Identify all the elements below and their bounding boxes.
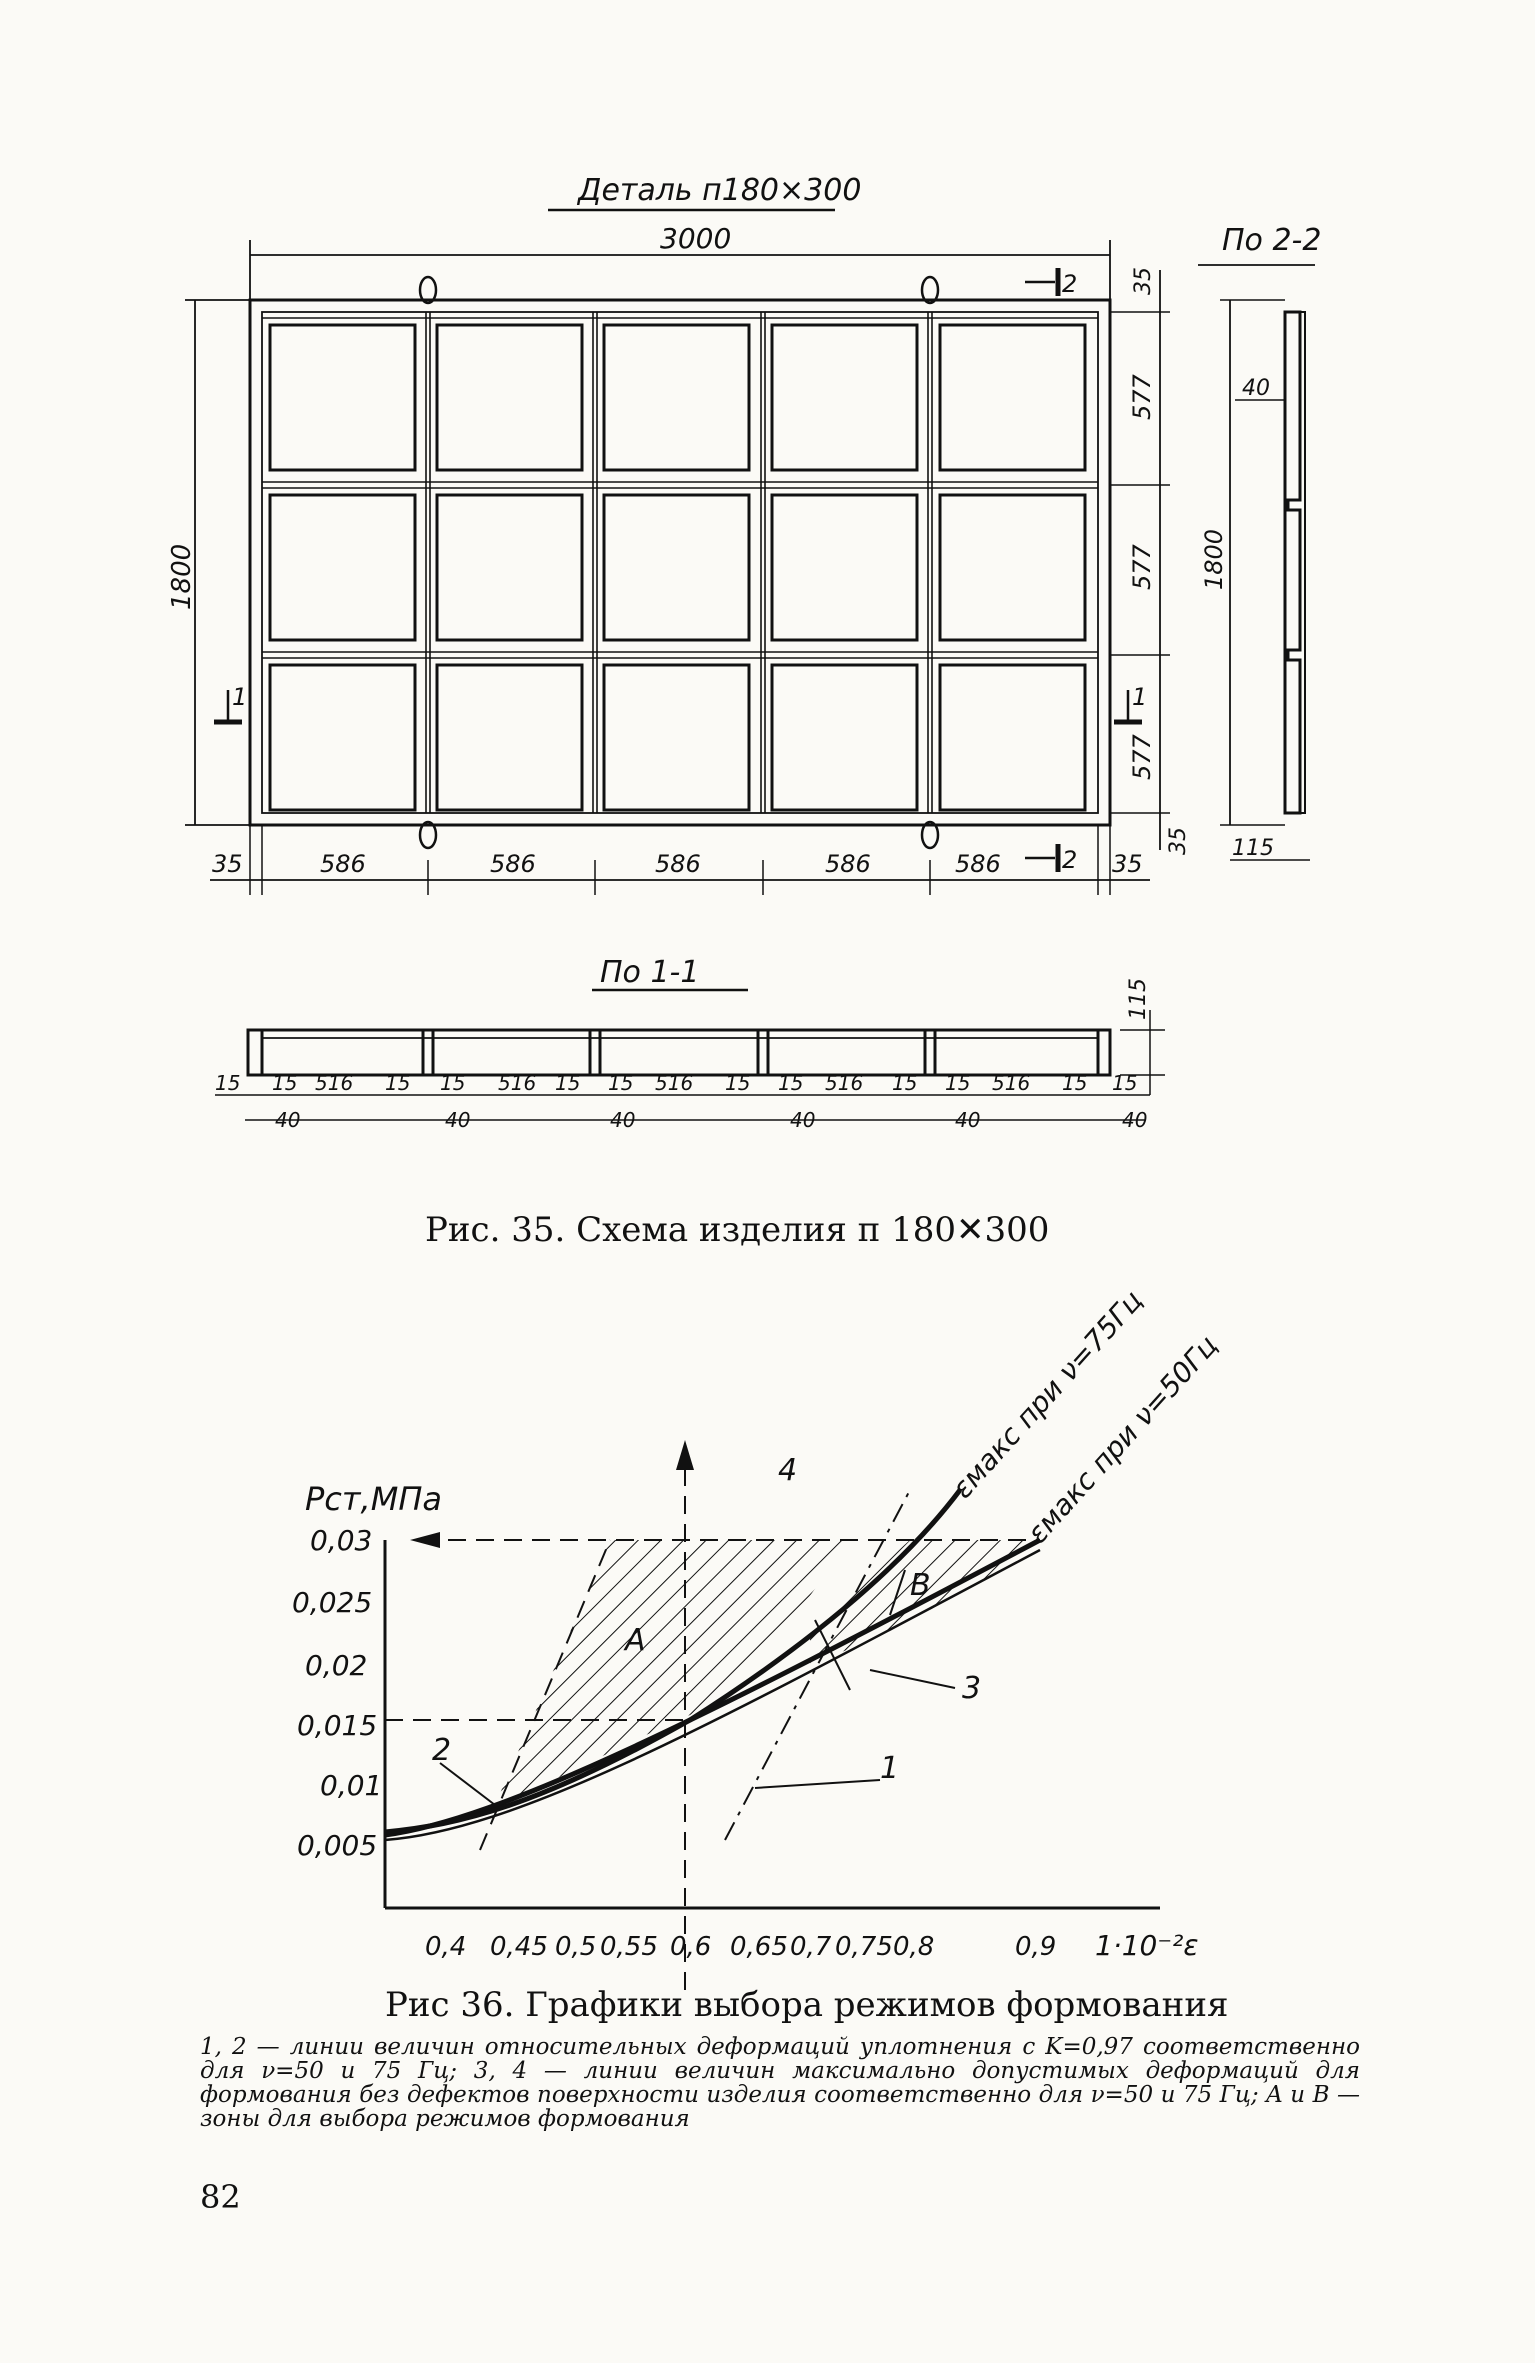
fig35-section-dim-115: 115	[1126, 978, 1151, 1020]
fig36-ylabel: Рст,МПа	[305, 1480, 442, 1518]
fig35-sec-flange-1: 40	[275, 1108, 300, 1132]
fig36-annot-75: εмакс при ν=75Гц	[946, 1284, 1149, 1505]
fig35-sec-rib-11: 15	[1062, 1071, 1087, 1095]
fig35-cut-1-left: 1	[232, 683, 247, 711]
fig36-xlabel: 1·10⁻²ε	[1095, 1929, 1198, 1962]
fig36-xtick-6: 0,7	[790, 1932, 832, 1962]
fig35-sec-rib-6: 15	[608, 1071, 633, 1095]
fig35-sec-rib-7: 15	[725, 1071, 750, 1095]
fig36-ytick-2: 0,02	[305, 1649, 367, 1682]
fig36-ytick-1: 0,025	[292, 1586, 372, 1619]
fig35-sec-flange-4: 40	[790, 1108, 815, 1132]
fig36-xtick-1: 0,45	[490, 1932, 548, 1962]
page-number: 82	[200, 2178, 241, 2216]
fig36-xtick-8: 0,8	[893, 1932, 934, 1962]
fig35-bottom-dim-1: 35	[212, 850, 243, 878]
fig35-section-2-2: По 2-2	[1222, 223, 1321, 258]
fig36-ytick-4: 0,01	[320, 1769, 382, 1802]
fig36-xtick-9: 0,9	[1015, 1932, 1056, 1962]
fig36-xtick-7: 0,75	[835, 1932, 893, 1962]
fig35-right-dim-1: 35	[1131, 267, 1156, 295]
fig35-sec-rib-5: 15	[555, 1071, 580, 1095]
fig35-right-dim-3: 577	[1128, 543, 1156, 590]
fig35-caption: Рис. 35. Схема изделия п 180✕300	[425, 1210, 1050, 1250]
fig36-ytick-0: 0,03	[310, 1524, 372, 1557]
fig36-xtick-5: 0,65	[730, 1932, 788, 1962]
fig36-curve-label-3: 3	[962, 1671, 981, 1706]
fig35-side-dim-115: 115	[1232, 836, 1274, 861]
fig35-right-dim-5: 35	[1166, 827, 1191, 855]
fig35-cut-2-top: 2	[1062, 270, 1077, 298]
fig36-xtick-0: 0,4	[425, 1932, 466, 1962]
fig36-xtick-4: 0,6	[670, 1932, 711, 1962]
fig35-sec-flange-5: 40	[955, 1108, 980, 1132]
fig35-sec-rib-10: 15	[945, 1071, 970, 1095]
fig35-bottom-dim-7: 35	[1112, 850, 1143, 878]
fig35-right-dim-4: 577	[1128, 733, 1156, 780]
fig35-dim-3000: 3000	[660, 222, 731, 255]
fig36-ytick-5: 0,005	[297, 1829, 377, 1862]
fig35-sec-rib-12: 15	[1112, 1071, 1137, 1095]
fig36-annot-50: εмакс при ν=50Гц	[1021, 1329, 1224, 1550]
fig36-ytick-3: 0,015	[297, 1709, 377, 1742]
fig35-sec-cell-4: 516	[825, 1071, 863, 1095]
fig35-bottom-dim-5: 586	[825, 850, 871, 878]
fig35-sec-rib-8: 15	[778, 1071, 803, 1095]
fig35-cut-1-right: 1	[1132, 683, 1147, 711]
fig35-sec-rib-9: 15	[892, 1071, 917, 1095]
fig36-chart: Рст,МПа 0,03 0,025 0,02 0,015 0,01 0,005…	[292, 1284, 1224, 1990]
fig35-sec-cell-5: 516	[992, 1071, 1030, 1095]
fig35-sec-flange-2: 40	[445, 1108, 470, 1132]
fig35-sec-rib-2: 15	[272, 1071, 297, 1095]
fig36-legend: 1, 2 — линии величин относительных дефор…	[200, 2034, 1360, 2132]
fig35-sec-rib-1: 15	[215, 1071, 240, 1095]
fig36-xtick-3: 0,55	[600, 1932, 658, 1962]
fig36-zone-label-a: A	[623, 1623, 646, 1658]
fig35-side-dim-40: 40	[1242, 376, 1270, 401]
fig35-sec-flange-6: 40	[1122, 1108, 1147, 1132]
fig36-curve-label-1: 1	[880, 1751, 899, 1786]
fig35-cut-2-bottom: 2	[1062, 846, 1077, 874]
fig35-dim-1800: 1800	[167, 544, 197, 610]
fig35-sec-flange-3: 40	[610, 1108, 635, 1132]
fig36-caption: Рис 36. Графики выбора режимов формовани…	[385, 1985, 1229, 2025]
fig35-right-dim-2: 577	[1128, 373, 1156, 420]
fig36-curve-label-2: 2	[432, 1733, 451, 1768]
fig35-bottom-dim-3: 586	[490, 850, 536, 878]
fig35-sec-cell-2: 516	[498, 1071, 536, 1095]
fig35-sec-rib-4: 15	[440, 1071, 465, 1095]
fig35-bottom-dim-6: 586	[955, 850, 1001, 878]
fig35-section-1-1: По 1-1	[600, 955, 699, 990]
fig36-xtick-2: 0,5	[555, 1932, 596, 1962]
fig35-drawing: Деталь п180×300 3000 По 2-2 По 1-1 2 2 1…	[167, 173, 1321, 1132]
fig35-bottom-dim-2: 586	[320, 850, 366, 878]
fig35-sec-cell-1: 516	[315, 1071, 353, 1095]
fig35-side-dim-1800: 1800	[1200, 529, 1228, 590]
fig36-zone-label-b: B	[910, 1568, 931, 1603]
fig35-sec-cell-3: 516	[655, 1071, 693, 1095]
fig35-bottom-dim-4: 586	[655, 850, 701, 878]
fig35-sec-rib-3: 15	[385, 1071, 410, 1095]
fig35-detail-title: Деталь п180×300	[576, 173, 861, 208]
fig36-curve-label-4: 4	[778, 1453, 797, 1488]
